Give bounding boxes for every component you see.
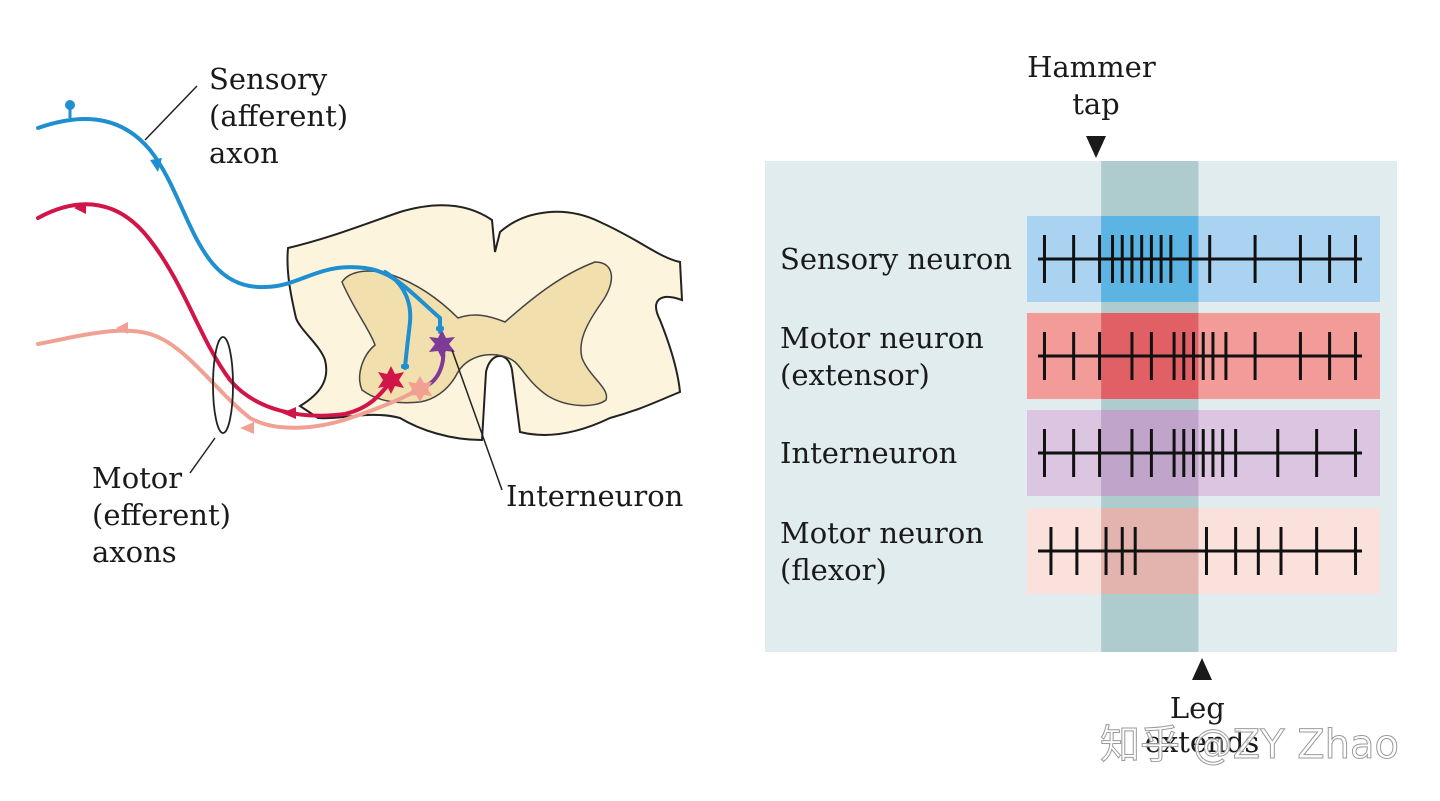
- row-label: Sensory neuron: [780, 242, 1012, 276]
- hammer-tap-label: Hammer tap: [1027, 50, 1165, 121]
- ventral-root-sheath: [212, 336, 234, 434]
- leg-extends-marker-icon: [1192, 658, 1212, 680]
- sensory-receptor-icon: [65, 100, 75, 118]
- interneuron-leader-line: [451, 349, 503, 491]
- row-label: Motor neuron(extensor): [780, 321, 984, 392]
- watermark: 知乎 @ZY Zhao: [1100, 722, 1399, 768]
- spinal-cord-diagram: Sensory (afferent) axon Motor (efferent)…: [36, 62, 683, 569]
- motor-axon-extensor: [36, 202, 394, 418]
- row-label: Motor neuron(flexor): [780, 516, 984, 587]
- motor-arrow-icon: [74, 202, 86, 214]
- sensory-arrow-icon: [150, 158, 162, 172]
- row-label: Interneuron: [780, 436, 957, 470]
- extensor-motor-neuron-icon: [378, 366, 404, 394]
- sensory-leader-line: [144, 85, 198, 141]
- motor-axon-flexor: [36, 328, 422, 430]
- motor-arrow-icon: [240, 422, 254, 434]
- interneuron-cell-icon: [429, 330, 455, 359]
- synapse-terminal-icon: [436, 326, 444, 331]
- sensory-axon-label: Sensory (afferent) axon: [209, 62, 357, 170]
- spinal-cord-gray-matter: [341, 261, 613, 407]
- synapse-terminal-icon: [401, 364, 409, 369]
- flexor-motor-neuron-icon: [408, 376, 432, 402]
- motor-axons-label: Motor (efferent) axons: [92, 461, 240, 569]
- motor-arrow-icon: [282, 407, 296, 419]
- leg-extends-label: Leg extends: [1145, 691, 1259, 759]
- interneuron-label: Interneuron: [506, 479, 683, 513]
- sensory-axon-branch: [383, 270, 413, 370]
- motor-leader-line: [189, 437, 216, 474]
- motor-arrow-icon: [116, 322, 128, 334]
- hammer-tap-marker-icon: [1086, 136, 1106, 158]
